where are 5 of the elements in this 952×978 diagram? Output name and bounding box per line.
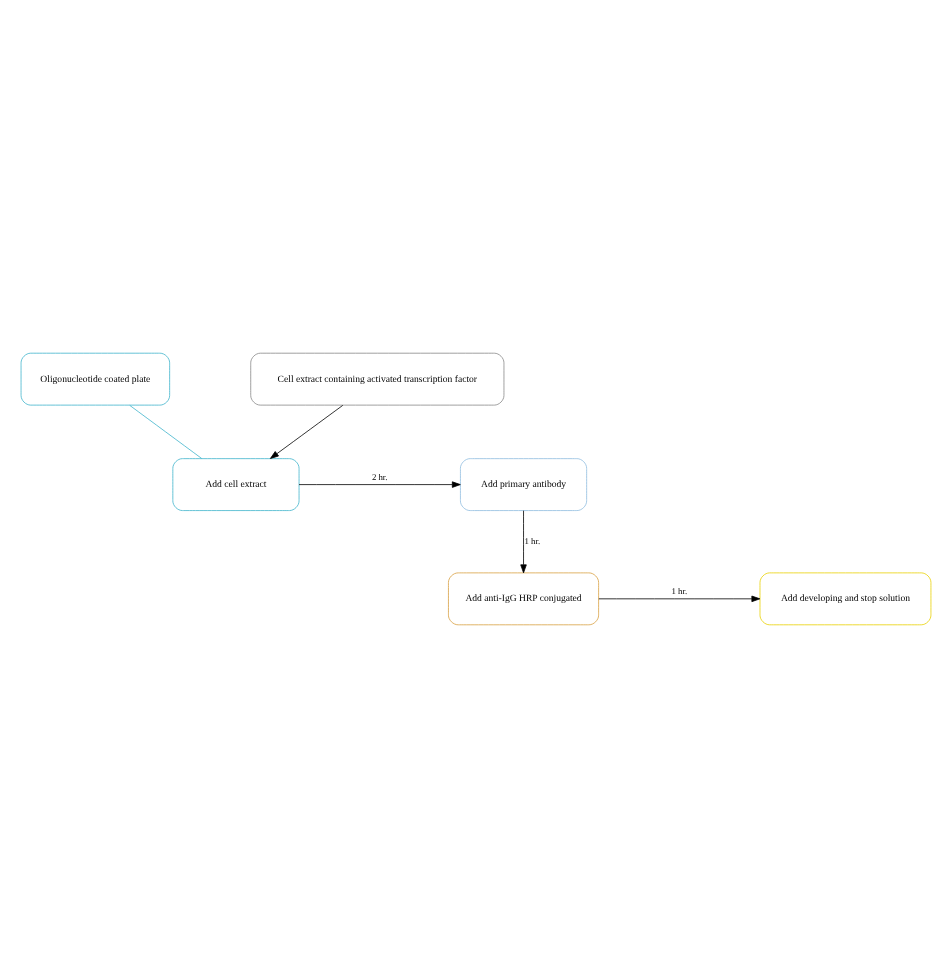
arrow <box>298 481 461 488</box>
connector <box>129 404 203 459</box>
arrow <box>598 595 761 603</box>
arrow <box>270 404 344 459</box>
arrow <box>520 510 527 574</box>
